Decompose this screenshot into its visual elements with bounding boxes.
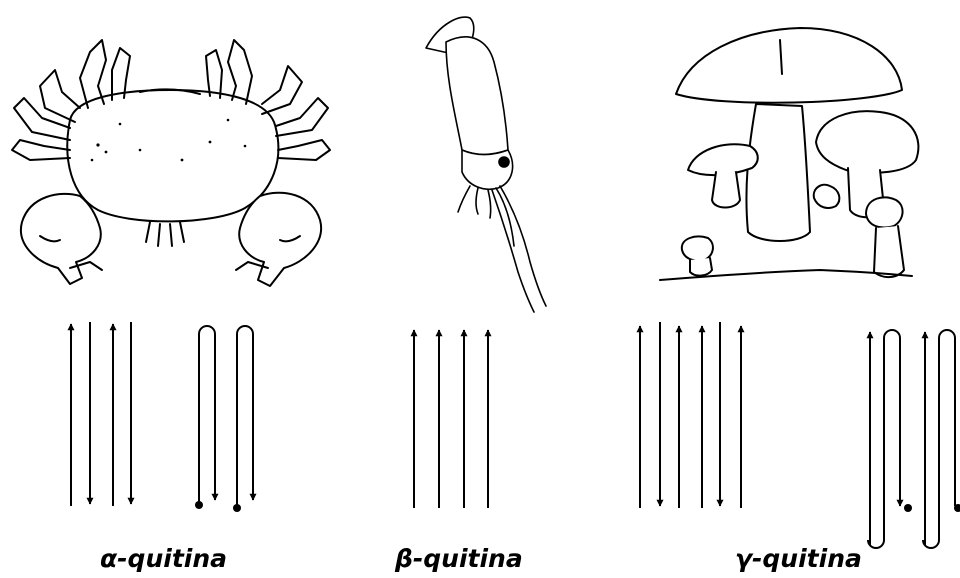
alpha-hairpin-start-2 bbox=[233, 504, 241, 512]
gamma-strand-diagram bbox=[640, 322, 960, 548]
alpha-hairpin-1 bbox=[199, 326, 215, 505]
gamma-chain-fold-1 bbox=[868, 330, 900, 548]
mushrooms-illustration bbox=[660, 28, 918, 280]
gamma-chitin-label: γ-quitina bbox=[735, 544, 862, 573]
gamma-chain-fold-2 bbox=[923, 330, 955, 548]
squid-illustration bbox=[426, 17, 546, 312]
alpha-hairpin-2 bbox=[237, 326, 253, 508]
alpha-chitin-label: α-quitina bbox=[100, 544, 227, 573]
alpha-hairpin-start-1 bbox=[195, 501, 203, 509]
gamma-chain-start-1 bbox=[904, 504, 912, 512]
beta-chitin-label: β-quitina bbox=[395, 544, 523, 573]
beta-strand-diagram bbox=[414, 330, 488, 508]
alpha-strand-diagram bbox=[71, 322, 253, 512]
crab-illustration bbox=[12, 40, 330, 286]
